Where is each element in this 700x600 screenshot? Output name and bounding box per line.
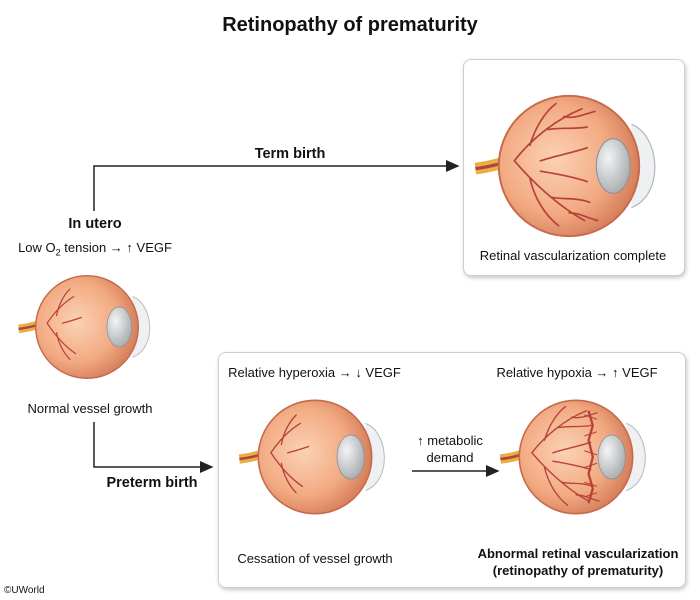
preterm-stage1-condition: Relative hyperoxia → ↓ VEGF [228,365,401,380]
eye-term [475,96,654,236]
in-utero-condition-suffix: tension → ↑ VEGF [60,240,172,255]
copyright: ©UWorld [4,585,45,596]
in-utero-heading: In utero [68,216,122,232]
in-utero-condition-subscript: 2 [55,247,61,258]
eye-preterm-abnormal [500,400,645,513]
preterm-stage2-condition: Relative hypoxia → ↑ VEGF [496,365,658,380]
in-utero-condition-prefix: Low O [18,240,56,255]
preterm-birth-arrow [93,422,214,473]
metabolic-demand-line2: demand [426,450,474,465]
in-utero-condition: Low O2 tension → ↑ VEGF [10,240,180,258]
preterm-stage2-caption-line2: (retinopathy of prematurity) [492,563,664,578]
term-birth-arrow [93,160,460,211]
metabolic-demand-line1: ↑ metabolic [417,433,483,448]
term-birth-label: Term birth [254,146,326,162]
eye-in-utero [19,276,150,379]
eye-preterm-cessation [239,400,384,513]
term-caption: Retinal vascularization complete [479,248,667,263]
preterm-birth-label: Preterm birth [106,475,198,491]
diagram-title: Retinopathy of prematurity [222,14,478,36]
preterm-stage2-caption-line1: Abnormal retinal vascularization [477,546,679,561]
preterm-stage1-caption: Cessation of vessel growth [237,551,393,566]
in-utero-caption: Normal vessel growth [27,401,153,416]
